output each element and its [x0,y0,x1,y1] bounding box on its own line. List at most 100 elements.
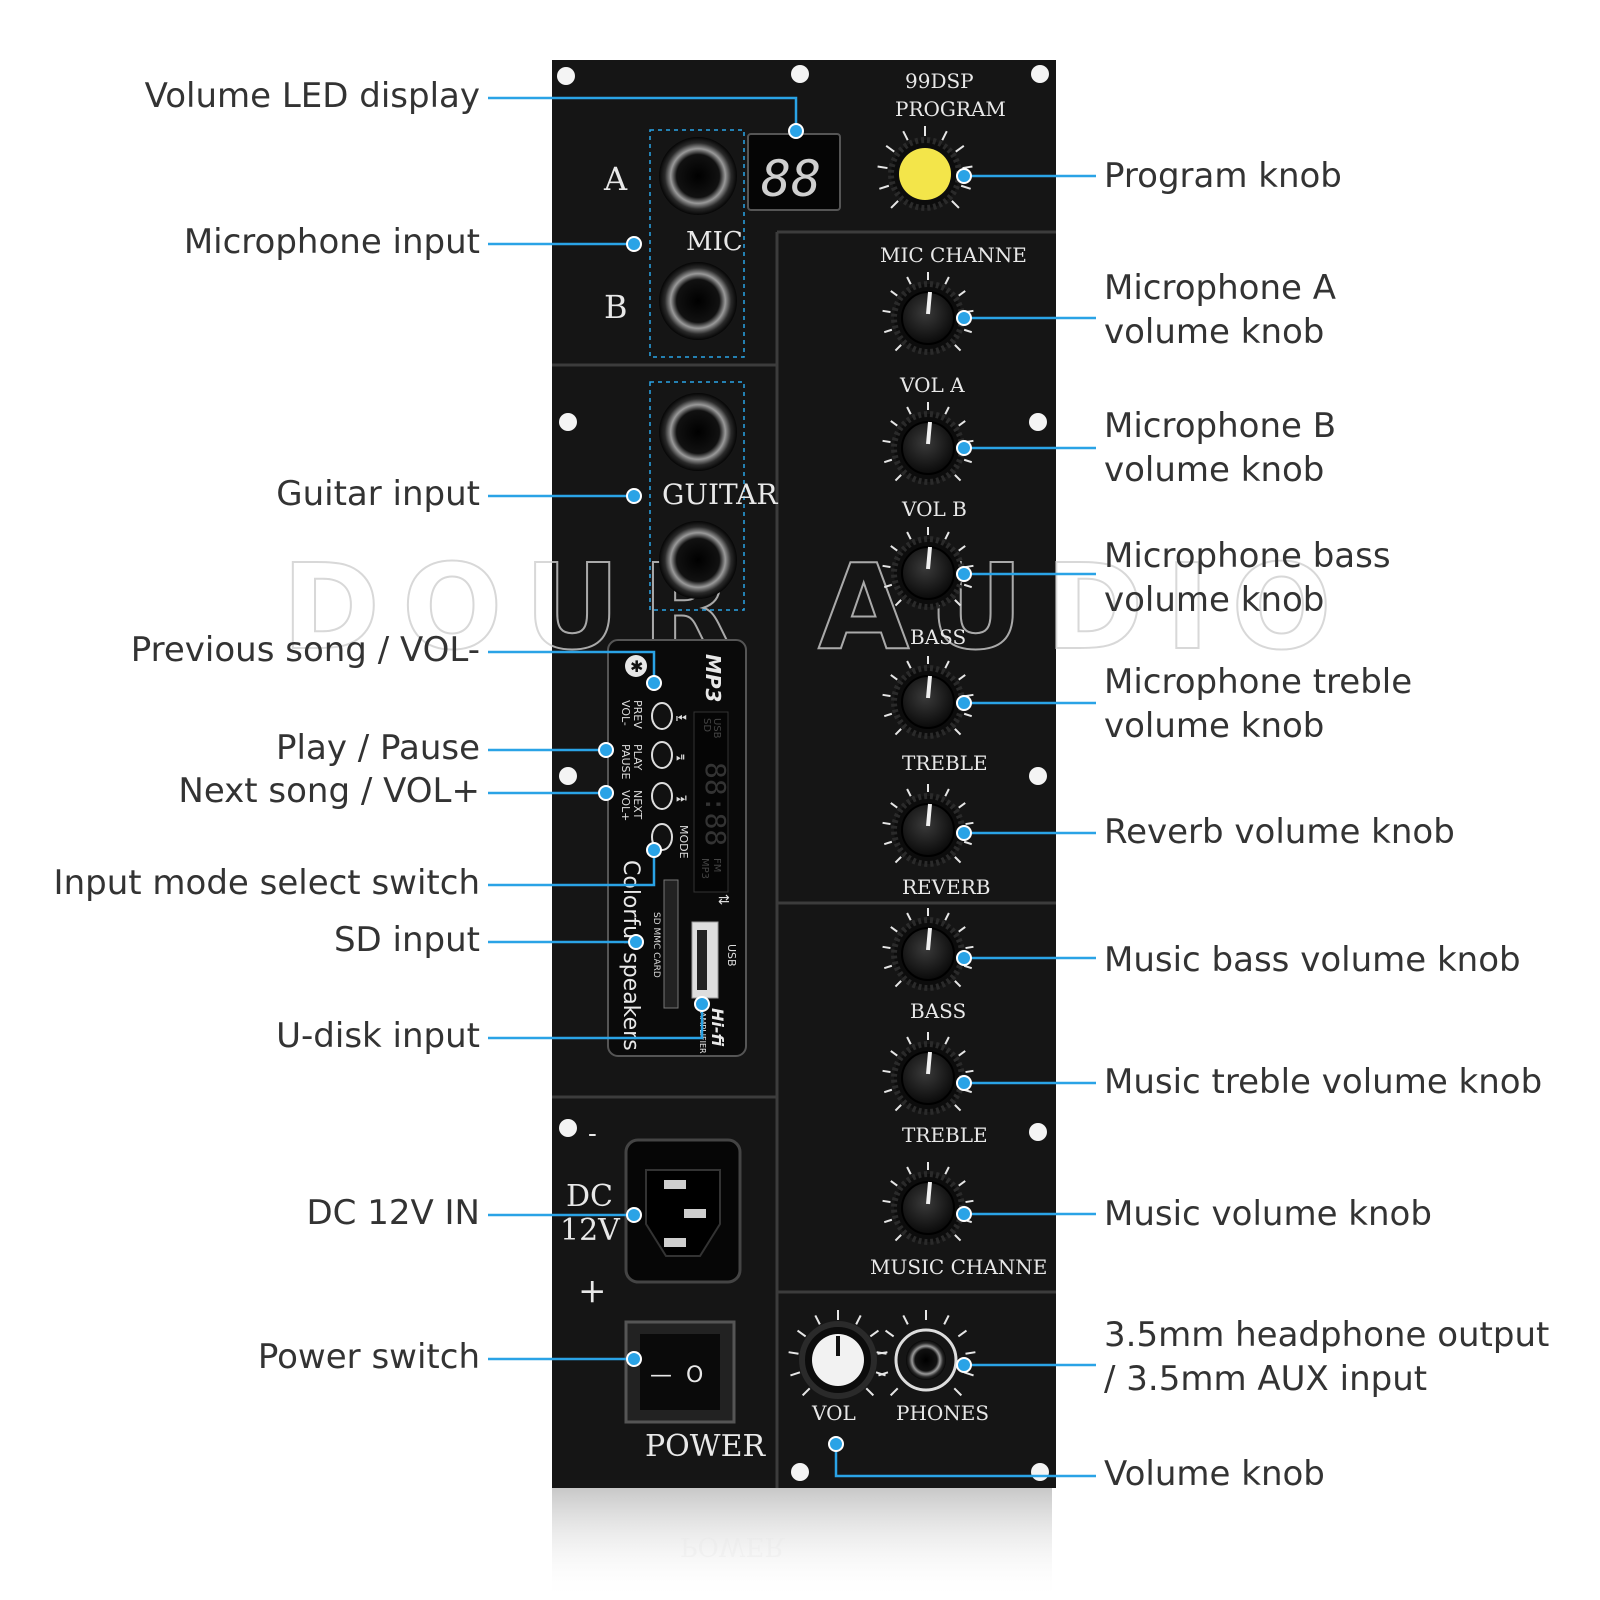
dc-voltage: 12V [560,1213,621,1248]
callout-label-program: Program knob [1104,154,1342,198]
callout-dot-led [788,123,804,139]
callout-dot-guitar [626,488,642,504]
callout-label-line: 3.5mm headphone output [1104,1315,1550,1355]
callout-label-dc: DC 12V IN [306,1193,480,1233]
callout-label-usb: U-disk input [276,1016,480,1056]
callout-dot-vol [828,1436,844,1452]
mp3-lcd [693,711,729,893]
mic-b-jack[interactable] [659,262,737,340]
next-icon: ⏭ [676,791,687,805]
callout-dot-power [626,1351,642,1367]
model-title: 99DSP [905,69,974,93]
power-off-mark: — [650,1363,672,1388]
guitar-jack-2[interactable] [659,521,737,599]
power-label: POWER [645,1429,767,1464]
music-treble-label: TREBLE [902,1123,988,1147]
callout-line-usb [488,1004,704,1040]
guitar-jack-1[interactable] [659,393,737,471]
callout-label-line: Reverb volume knob [1104,812,1455,852]
dc-plus: + [578,1271,607,1311]
callout-label-line: Program knob [1104,156,1342,196]
guitar-jack-group [649,381,745,611]
callout-label-line: Microphone B [1104,406,1337,446]
mic-a-jack[interactable] [659,137,737,215]
screw-holes [557,65,1049,1481]
prev-button[interactable]: ⏮ [651,702,687,730]
callout-label-next: Next song / VOL+ [178,771,480,811]
music-channel-label: MUSIC CHANNE [870,1255,1047,1279]
callout-label-line: volume knob [1104,450,1325,490]
mic-bass-label: BASS [910,625,966,649]
lcd-sd: SD [701,718,712,732]
callout-label-music_bass: Music bass volume knob [1104,938,1521,982]
callout-label-line: / 3.5mm AUX input [1104,1359,1428,1399]
vol-b-label: VOL B [901,497,967,521]
callout-dot-mic_b [956,440,972,456]
usb-icon: ⇄ [718,892,730,908]
panel-dividers [552,230,1056,1488]
next-button[interactable]: ⏭ [651,782,687,810]
mp3-module: ✱ MP3 PREV VOL- PLAY PAUSE NEXT VOL+ ⏮ ⏯… [607,639,747,1057]
mic-a-volume-knob[interactable] [882,272,974,355]
callout-label-music_treble: Music treble volume knob [1104,1060,1542,1104]
callout-label-sd: SD input [333,920,480,960]
phones-jack-ticks [876,1310,976,1397]
brand-label: Colorful speakers [618,860,643,1051]
prev-sub: VOL- [619,700,632,726]
callout-label-prev: Previous song / VOL- [130,630,480,670]
guitar-label: GUITAR [662,478,778,511]
callout-line-prev [488,650,656,683]
mic-jack-group [649,129,745,358]
dc-12v-input[interactable] [624,1138,742,1284]
callout-label-play: Play / Pause [276,728,480,768]
callout-dot-mic [626,236,642,252]
mic-b-label: B [604,288,628,326]
next-label: NEXT [631,790,644,820]
callout-label-vol: Volume knob [1104,1452,1325,1496]
callout-label-line: volume knob [1104,580,1325,620]
phones-label: PHONES [896,1401,989,1425]
sd-card-slot[interactable]: SD MMC CARD [651,879,679,1009]
lcd-mp3: MP3 [699,858,710,879]
play-button[interactable]: ⏯ [651,741,686,769]
callout-dot-next [598,785,614,801]
dc-label: DC [566,1179,613,1214]
callout-label-guitar: Guitar input [276,474,480,514]
callout-dot-reverb [956,825,972,841]
lcd-fm: FM [711,858,722,872]
program-knob[interactable] [877,126,973,211]
program-label: PROGRAM [895,97,1006,121]
mic-label: MIC [686,227,743,257]
power-on-mark: O [686,1363,703,1388]
power-switch[interactable]: — O [624,1320,736,1424]
mp3-logo: MP3 [701,654,725,702]
callout-dot-music_bass [956,950,972,966]
vol-a-label: VOL A [899,373,965,397]
callout-label-line: Volume knob [1104,1454,1325,1494]
callout-dot-music_treble [956,1075,972,1091]
phones-jack[interactable] [894,1328,958,1392]
play-sub: PAUSE [619,744,632,779]
callout-dot-music_vol [956,1206,972,1222]
callout-label-mic: Microphone input [183,222,480,262]
mic-treble-label: TREBLE [902,751,988,775]
power-reflection: POWER [680,1531,786,1561]
master-volume-knob[interactable] [788,1310,888,1399]
callout-label-line: Music volume knob [1104,1194,1432,1234]
callout-label-led: Volume LED display [144,76,480,116]
volume-led-display: 88 [747,133,841,211]
usb-slot-label: USB [725,944,738,967]
usb-slot[interactable]: USB ⇄ [691,892,738,999]
callout-dot-dc [626,1207,642,1223]
sd-slot-label: SD MMC CARD [651,912,661,978]
callout-label-phones: 3.5mm headphone output/ 3.5mm AUX input [1104,1313,1549,1401]
play-pause-icon: ⏯ [676,750,686,764]
music-bass-label: BASS [910,999,966,1023]
callout-label-mode: Input mode select switch [53,863,480,903]
prev-icon: ⏮ [676,711,687,725]
callout-line-mode [488,850,656,887]
callout-label-power: Power switch [257,1337,480,1377]
